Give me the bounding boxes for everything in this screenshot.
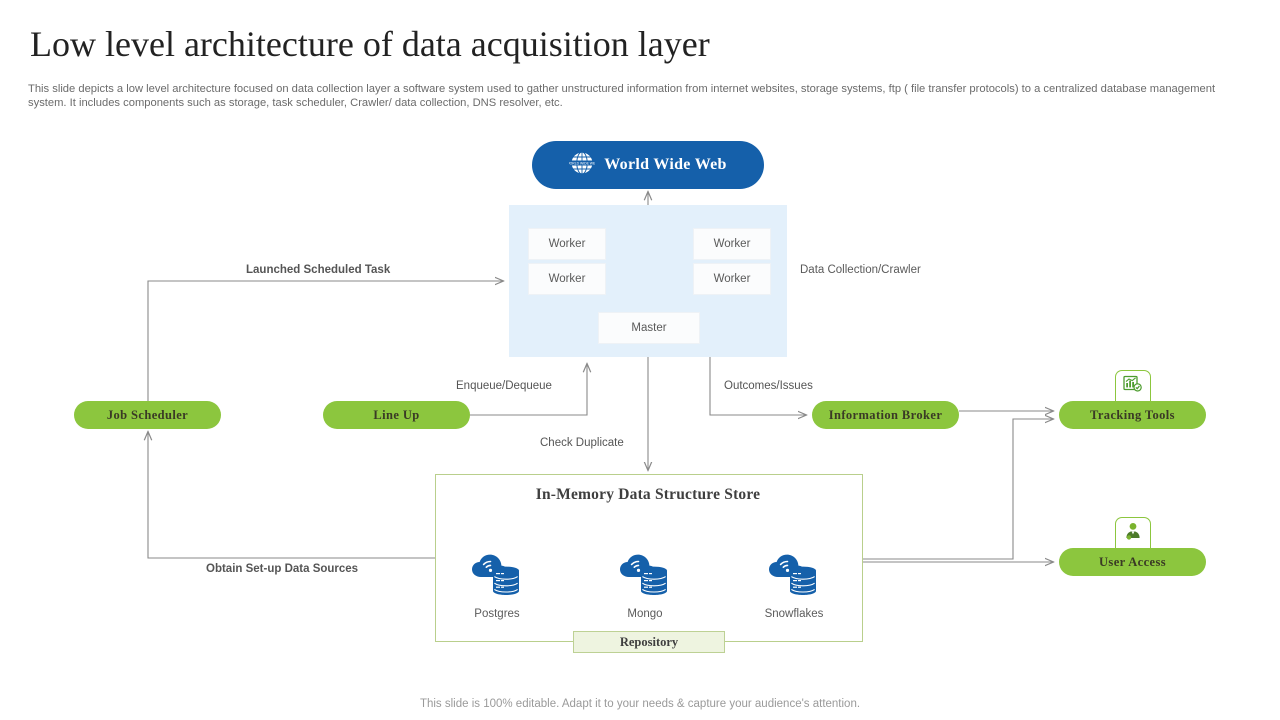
connector-label-outcomes-issues: Outcomes/Issues	[724, 380, 813, 392]
user-person-icon	[1123, 521, 1143, 546]
database-item-mongo[interactable]: Mongo	[590, 553, 700, 620]
node-world-wide-web[interactable]: WORLD WIDE WEB World Wide Web	[532, 141, 764, 189]
connector-label-enqueue-dequeue: Enqueue/Dequeue	[456, 380, 552, 392]
repository-chip[interactable]: Repository	[573, 631, 725, 653]
database-item-postgres[interactable]: Postgres	[442, 553, 552, 620]
svg-text:WORLD WIDE WEB: WORLD WIDE WEB	[569, 161, 595, 165]
master-box[interactable]: Master	[598, 312, 700, 344]
store-title: In-Memory Data Structure Store	[535, 486, 761, 503]
page-subtitle: This slide depicts a low level architect…	[28, 83, 1216, 109]
page-title: Low level architecture of data acquisiti…	[30, 24, 710, 64]
cloud-database-icon	[615, 554, 675, 603]
database-label: Mongo	[627, 608, 663, 620]
worker-box[interactable]: Worker	[528, 228, 606, 260]
node-tracking-tools[interactable]: Tracking Tools	[1059, 401, 1206, 429]
connector-label-obtain-setup-data-sources: Obtain Set-up Data Sources	[206, 563, 359, 575]
connector-label-check-duplicate: Check Duplicate	[540, 437, 624, 449]
database-label: Snowflakes	[764, 608, 824, 620]
connector-label-launched-scheduled-task: Launched Scheduled Task	[246, 264, 391, 276]
globe-icon: WORLD WIDE WEB	[567, 150, 599, 181]
tracking-chart-icon	[1123, 375, 1143, 398]
worker-box[interactable]: Worker	[693, 228, 771, 260]
database-label: Postgres	[474, 608, 520, 620]
node-user-access[interactable]: User Access	[1059, 548, 1206, 576]
worker-box[interactable]: Worker	[528, 263, 606, 295]
tracking-icon-frame	[1115, 370, 1151, 401]
node-job-scheduler[interactable]: Job Scheduler	[74, 401, 221, 429]
footer-note: This slide is 100% editable. Adapt it to…	[419, 698, 861, 710]
worker-box[interactable]: Worker	[693, 263, 771, 295]
node-line-up[interactable]: Line Up	[323, 401, 470, 429]
caption-data-collection-crawler: Data Collection/Crawler	[800, 264, 921, 276]
cloud-database-icon	[764, 554, 824, 603]
node-information-broker[interactable]: Information Broker	[812, 401, 959, 429]
database-item-snowflakes[interactable]: Snowflakes	[739, 553, 849, 620]
user-icon-frame	[1115, 517, 1151, 548]
cloud-database-icon	[467, 554, 527, 603]
www-label: World Wide Web	[604, 156, 727, 173]
